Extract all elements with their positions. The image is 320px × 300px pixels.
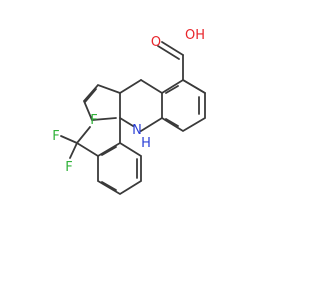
bond-c-f1 <box>60 135 78 144</box>
bond-aryl-cf3 <box>76 142 99 157</box>
benzo-double-2 <box>165 118 179 127</box>
molecule-structure: O OH N H F F F <box>52 28 206 196</box>
bond-c-o-double-1 <box>161 41 184 56</box>
amine-nitrogen-label: N <box>132 123 142 138</box>
structure-canvas: O OH N H F F F <box>52 28 206 196</box>
bond-junction-c3a <box>119 79 142 94</box>
fluorine-label-3: F <box>65 160 72 175</box>
cyclopentene-double <box>84 88 97 103</box>
cyclopentene-ring <box>82 83 121 121</box>
bond-c-o-double-2 <box>157 45 180 60</box>
fluorine-label-2: F <box>90 113 97 128</box>
bond-c-f2 <box>76 126 91 144</box>
hydroxyl-label: OH <box>185 28 205 43</box>
aryl-double-2 <box>101 181 117 191</box>
aryl-ring <box>97 141 142 196</box>
bonds <box>60 41 206 196</box>
bond-c-f3 <box>69 142 78 159</box>
bond-benzo-junction <box>140 79 163 94</box>
fluorine-label-1: F <box>52 129 59 144</box>
aryl-double-3 <box>101 146 117 156</box>
amine-hydrogen-label: H <box>141 136 151 151</box>
bond-ring-n-left <box>140 117 163 132</box>
benzo-double-3 <box>165 85 179 94</box>
bond-c4-n <box>119 117 134 127</box>
carbonyl-oxygen-label: O <box>151 35 161 50</box>
